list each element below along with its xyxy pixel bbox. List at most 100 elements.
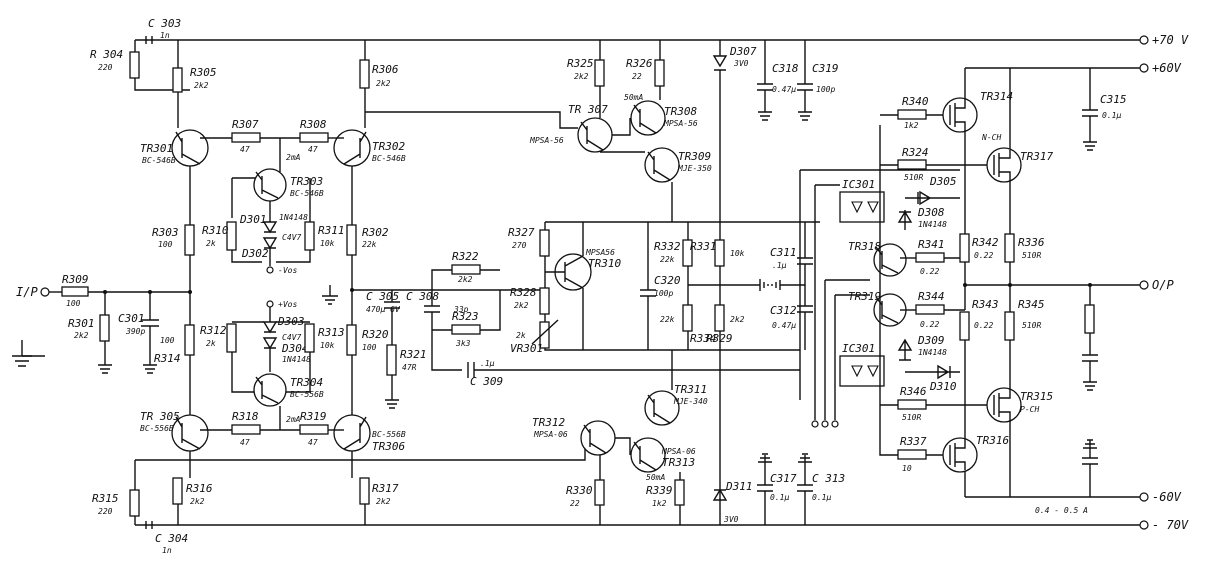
r315-label: R315 bbox=[92, 492, 119, 505]
r307-label: R307 bbox=[232, 118, 259, 131]
optocoupler-ic301-bottom bbox=[839, 355, 885, 387]
r301-value: 100 bbox=[66, 299, 81, 308]
r310-value: 2k bbox=[206, 239, 216, 248]
r313-label: R313 bbox=[318, 326, 345, 339]
current-50ma-top: 50mA bbox=[624, 93, 643, 102]
c304-value: 1n bbox=[162, 546, 172, 555]
resistor-r313 bbox=[304, 323, 315, 353]
current-2ma-bottom: 2mA bbox=[286, 415, 301, 424]
tr301-type: BC-546B bbox=[142, 156, 176, 165]
resistor-r305 bbox=[172, 67, 183, 93]
d303-value: C4V7 bbox=[282, 333, 301, 342]
r302-value: 2k2 bbox=[74, 331, 89, 340]
d308-label: D308 bbox=[917, 206, 945, 219]
c306-value: 470μ 6V bbox=[366, 305, 401, 314]
tr318-label: TR318 bbox=[848, 240, 881, 253]
r318-value: 47 bbox=[240, 438, 250, 447]
capacitor-c303 bbox=[145, 36, 153, 44]
resistor-r320 bbox=[346, 324, 357, 356]
r306-label: R306 bbox=[372, 63, 399, 76]
supply-rails: +70 V +60V O/P -60V - 70V 0.4 - 0.5 A bbox=[135, 33, 1189, 532]
d307-value: 3V0 bbox=[733, 59, 749, 68]
optocoupler-ic301-top bbox=[839, 191, 885, 223]
ic301-bottom-label: IC301 bbox=[842, 342, 875, 355]
r317-label: R317 bbox=[372, 482, 399, 495]
resistor-r336 bbox=[915, 304, 945, 315]
r344-label: R343 bbox=[972, 298, 999, 311]
r341-value: 0.22 bbox=[974, 251, 993, 260]
c312-value: 0.1μ bbox=[812, 493, 831, 502]
d307-label: D307 bbox=[729, 45, 757, 58]
r324-label: R341 bbox=[918, 238, 945, 251]
c317-value: 0.1μ bbox=[1102, 111, 1121, 120]
r324-value: 0.22 bbox=[920, 267, 939, 276]
r304-value: 220 bbox=[98, 63, 113, 72]
d311-value: 3V0 bbox=[723, 515, 739, 524]
resistor-r343 bbox=[1004, 311, 1015, 341]
c310-value: 100p bbox=[816, 85, 835, 94]
tr306-type: BC-556B bbox=[372, 430, 406, 439]
r330-value: 1k2 bbox=[652, 499, 667, 508]
resistor-r304 bbox=[129, 51, 140, 79]
tr315-type: P-CH bbox=[1020, 405, 1039, 414]
r346-value: 10 bbox=[902, 464, 912, 473]
mosfet-tr315 bbox=[986, 387, 1022, 423]
vas-top: R325 2k2 R326 22 50mA TR 307 MPSA-56 TR3… bbox=[529, 57, 712, 222]
c305-label: C 308 bbox=[406, 290, 439, 303]
tr313-label: TR313 bbox=[662, 456, 695, 469]
r325-label: R325 bbox=[567, 57, 594, 70]
r319-value: 47 bbox=[308, 438, 318, 447]
resistor-r301 bbox=[61, 286, 89, 297]
tr301-label: TR301 bbox=[140, 142, 173, 155]
resistor-r342 bbox=[1004, 233, 1015, 263]
r336-label: R344 bbox=[918, 290, 945, 303]
r316-value: 2k2 bbox=[190, 497, 205, 506]
r326-label: R326 bbox=[626, 57, 653, 70]
r302-label: R301 bbox=[68, 317, 95, 330]
r326-value: 22 bbox=[632, 72, 642, 81]
c303-value: 1n bbox=[160, 31, 170, 40]
r314-value: 100 bbox=[160, 336, 175, 345]
d301-label: D301 bbox=[239, 213, 267, 226]
terminal-plus70 bbox=[1139, 35, 1149, 45]
r328-value: 2k2 bbox=[514, 301, 529, 310]
tr311-type: MJE-340 bbox=[673, 397, 708, 406]
c319-value: .1μ bbox=[772, 261, 787, 270]
top-compensation: R 304 220 C 303 1n R305 2k2 R306 2k2 bbox=[90, 17, 578, 129]
vos-pos-terminal bbox=[266, 300, 274, 308]
diode-d310 bbox=[905, 364, 960, 380]
r316-label: R316 bbox=[186, 482, 213, 495]
tr313-type: MPSA-06 bbox=[661, 447, 696, 456]
divider-network: C320 100p R332 22k 22k R334 R331 10k 2k2… bbox=[640, 222, 769, 350]
c311-label: C317 bbox=[770, 472, 797, 485]
resistor-r340 bbox=[897, 159, 927, 170]
current-2ma-top: 2mA bbox=[286, 153, 301, 162]
resistor-r316 bbox=[172, 477, 183, 505]
tr304-type: BC-556B bbox=[290, 390, 324, 399]
tr310-type: MPSA56 bbox=[585, 248, 615, 257]
resistor-r302 bbox=[99, 314, 110, 342]
c318-label: C320 bbox=[654, 274, 681, 287]
r314-label: R314 bbox=[154, 352, 181, 365]
r341-label: R342 bbox=[972, 236, 999, 249]
c310-label: C319 bbox=[812, 62, 839, 75]
capacitor-c304 bbox=[145, 521, 153, 529]
c309-value: 0.47μ bbox=[772, 85, 796, 94]
mosfet-tr317 bbox=[986, 147, 1022, 183]
terminal-plus60 bbox=[1139, 63, 1149, 73]
r342-label: R336 bbox=[1018, 236, 1045, 249]
tr311-label: TR311 bbox=[674, 383, 707, 396]
r306-value: 2k2 bbox=[376, 79, 391, 88]
lower-pair: TR 305 BC-556B BC-556B TR306 R318 47 R31… bbox=[92, 410, 586, 555]
terminal-output bbox=[1139, 280, 1149, 290]
resistor-r327 bbox=[539, 229, 550, 257]
transistor-tr312 bbox=[580, 420, 616, 456]
r329-label: R330 bbox=[566, 484, 593, 497]
transistor-tr303 bbox=[253, 168, 287, 202]
tail-source-top: TR303 BC-546B R310 2k D301 1N4148 D302 C… bbox=[152, 160, 389, 325]
r322-label: R322 bbox=[452, 250, 479, 263]
output-stage: IC301 IC301 TR318 TR319 R340 1k2 R324 51… bbox=[799, 90, 1140, 497]
transistor-tr304 bbox=[253, 373, 287, 407]
r318-label: R318 bbox=[232, 410, 259, 423]
